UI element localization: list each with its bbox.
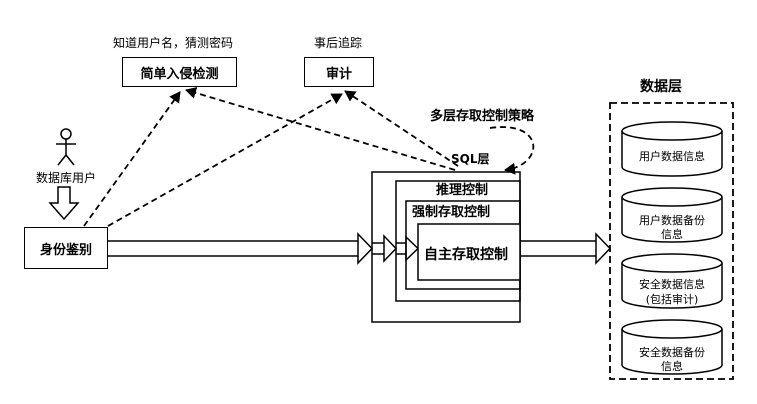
auth-to-sql-arrow — [107, 232, 374, 265]
mandatory-access-label: 强制存取控制 — [412, 205, 491, 220]
sql-to-intrusion-arrow — [185, 87, 456, 171]
db-user-backup: 用户数据备份 信息 — [620, 186, 724, 244]
cylinder-icon — [621, 121, 723, 177]
db-label-line2: (包括审计) — [645, 293, 699, 306]
user-figure-icon — [56, 128, 76, 166]
db-label-line1: 用户数据备份 — [639, 214, 705, 227]
db-label-line1: 用户数据信息 — [639, 150, 705, 163]
policy-curve-arrow — [489, 126, 535, 175]
identity-auth-box: 身份鉴别 — [24, 227, 108, 269]
auth-to-intrusion-arrow — [83, 91, 181, 227]
cylinder-icon — [621, 253, 723, 309]
cylinder-icon — [621, 319, 723, 375]
audit-caption: 事后追踪 — [314, 36, 363, 50]
db-label-line2: 信息 — [661, 360, 683, 373]
sql-to-inference-arrow — [372, 234, 398, 263]
audit-box: 审计 — [304, 57, 374, 87]
cylinder-icon — [621, 187, 723, 243]
user-label: 数据库用户 — [36, 171, 97, 185]
data-layer-title: 数据层 — [640, 79, 682, 95]
db-security-data: 安全数据信息 (包括审计) — [620, 252, 724, 310]
user-down-arrow — [48, 186, 80, 221]
policy-caption: 多层存取控制策略 — [430, 109, 535, 124]
auth-to-audit-arrow — [107, 93, 343, 227]
control-to-data-arrow — [520, 232, 612, 265]
sql-layer-label: SQL层 — [451, 152, 490, 166]
sql-to-audit-arrow — [344, 90, 459, 167]
db-user-data: 用户数据信息 — [620, 120, 724, 178]
discretionary-frame — [417, 223, 521, 281]
db-label-line1: 安全数据备份 — [639, 346, 705, 359]
intrusion-caption: 知道用户名，猜测密码 — [113, 36, 234, 50]
db-label-line2: 信息 — [661, 228, 683, 241]
data-layer-container — [609, 102, 734, 380]
db-label-line1: 安全数据信息 — [639, 278, 705, 291]
mandatory-to-discretionary-arrow — [396, 235, 420, 262]
db-security-backup: 安全数据备份 信息 — [620, 318, 724, 376]
intrusion-detection-box: 简单入侵检测 — [122, 57, 237, 87]
discretionary-access-label: 自主存取控制 — [424, 247, 508, 263]
inference-control-label: 推理控制 — [436, 183, 489, 198]
